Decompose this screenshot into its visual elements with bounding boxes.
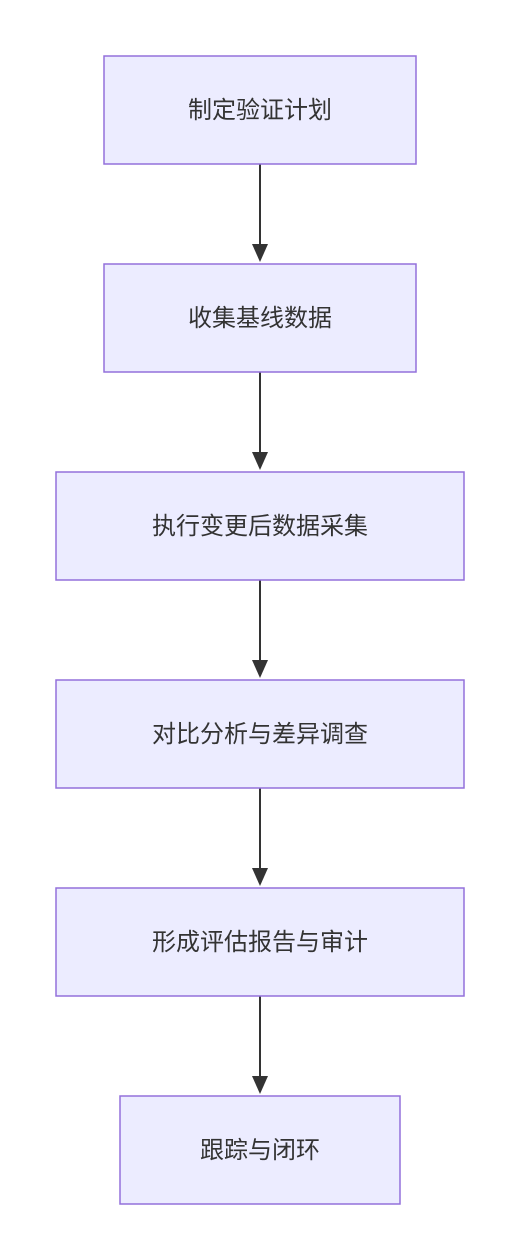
- node-label: 形成评估报告与审计: [152, 928, 368, 956]
- flow-arrow: [252, 788, 268, 886]
- node-label: 执行变更后数据采集: [152, 512, 368, 540]
- flow-arrow: [252, 996, 268, 1094]
- node-plan: 制定验证计划: [103, 55, 417, 165]
- node-baseline: 收集基线数据: [103, 263, 417, 373]
- node-label: 对比分析与差异调查: [152, 720, 368, 748]
- node-compare: 对比分析与差异调查: [55, 679, 465, 789]
- flow-arrow: [252, 580, 268, 678]
- node-closeloop: 跟踪与闭环: [119, 1095, 401, 1205]
- node-report: 形成评估报告与审计: [55, 887, 465, 997]
- node-execute: 执行变更后数据采集: [55, 471, 465, 581]
- flow-arrow: [252, 372, 268, 470]
- node-label: 跟踪与闭环: [200, 1136, 320, 1164]
- node-label: 制定验证计划: [188, 96, 332, 124]
- flow-arrow: [252, 164, 268, 262]
- node-label: 收集基线数据: [188, 304, 332, 332]
